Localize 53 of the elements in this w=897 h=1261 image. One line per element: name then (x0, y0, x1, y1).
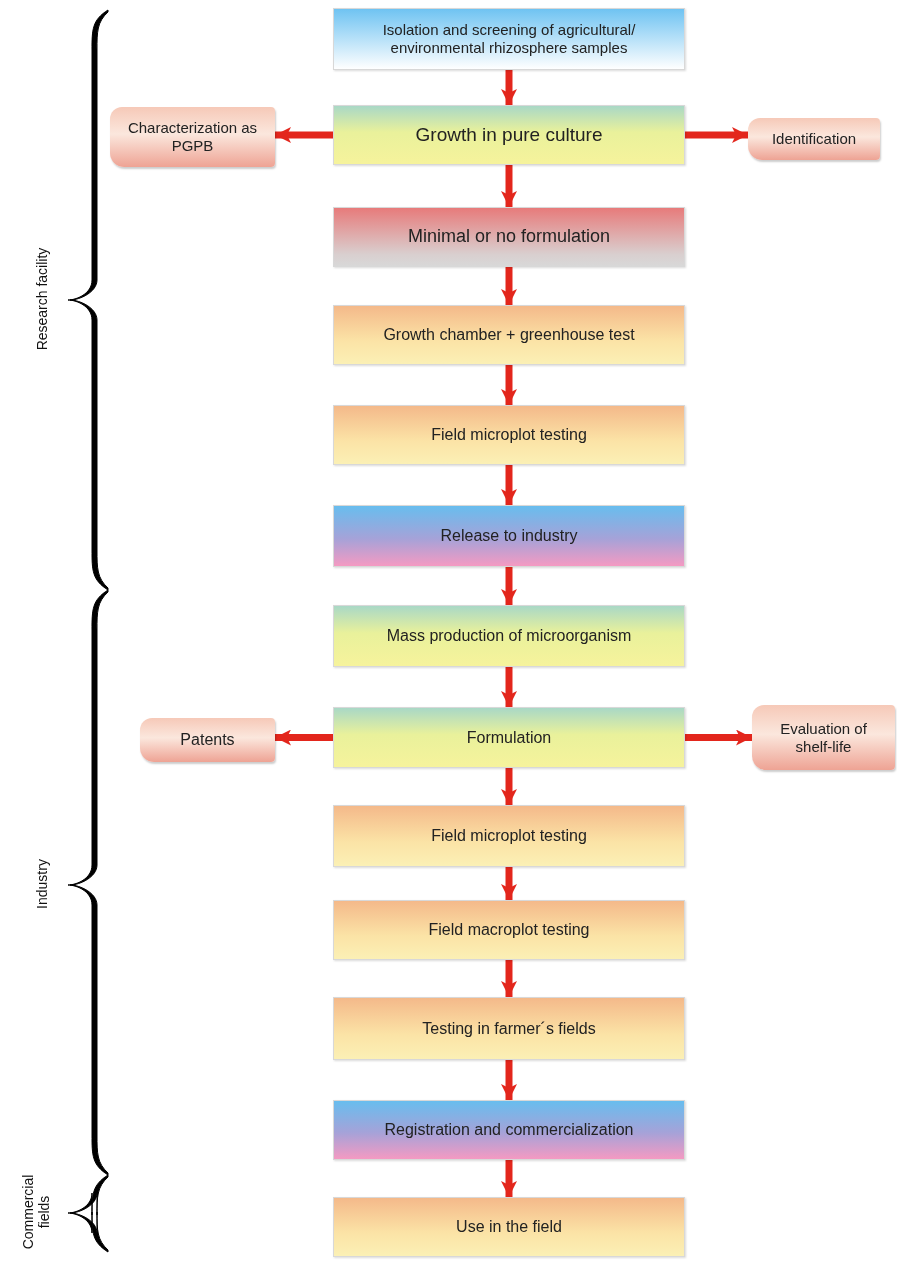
arrow (501, 667, 517, 707)
arrow (501, 365, 517, 405)
step-text: Identification (770, 130, 858, 148)
process-box (333, 900, 685, 960)
step-text: Minimal or no formulation (406, 226, 612, 248)
process-box (333, 305, 685, 365)
process-box (333, 8, 685, 70)
arrow (501, 267, 517, 305)
arrow (501, 465, 517, 505)
step-text: Use in the field (455, 1217, 563, 1237)
arrow (501, 1060, 517, 1100)
step-text: Formulation (465, 727, 553, 748)
arrow (501, 867, 517, 900)
step-text: Mass production of microorganism (385, 626, 633, 646)
process-box (333, 505, 685, 567)
step-text: Characterization as PGPB (126, 119, 259, 155)
scroll-banner (748, 118, 880, 160)
process-box (333, 207, 685, 267)
process-box (333, 1197, 685, 1257)
arrow (501, 165, 517, 207)
arrow (275, 127, 333, 143)
arrow (501, 768, 517, 805)
step-text: Field microplot testing (430, 425, 588, 445)
step-text: Field microplot testing (430, 826, 588, 846)
arrow (501, 1160, 517, 1197)
process-box (333, 105, 685, 165)
arrow (501, 960, 517, 997)
step-text: Testing in farmer´s fields (421, 1018, 597, 1039)
process-box (333, 805, 685, 867)
phase-label: Commercial fields (20, 1173, 52, 1252)
arrow (685, 127, 748, 143)
arrow (685, 729, 752, 746)
step-text: Registration and commercialization (383, 1120, 635, 1140)
process-box (333, 405, 685, 465)
arrow (501, 70, 517, 105)
scroll-banner (752, 705, 895, 770)
process-box (333, 707, 685, 768)
phase-label: Research facility (34, 246, 50, 353)
arrow (275, 729, 333, 746)
process-box (333, 997, 685, 1060)
step-text: Patents (179, 730, 236, 750)
scroll-banner (140, 718, 275, 762)
arrow (501, 567, 517, 605)
process-box (333, 605, 685, 667)
step-text: Growth chamber + greenhouse test (382, 325, 636, 345)
step-text: Evaluation of shelf-life (779, 719, 868, 756)
step-text: Growth in pure culture (414, 123, 604, 147)
process-box (333, 1100, 685, 1160)
step-text: Field macroplot testing (427, 920, 591, 940)
step-text: Isolation and screening of agricultural/ environmental rhizosphere samples (381, 21, 637, 57)
scroll-banner (110, 107, 275, 167)
step-text: Release to industry (439, 526, 579, 546)
phase-label: Industry (34, 858, 50, 911)
